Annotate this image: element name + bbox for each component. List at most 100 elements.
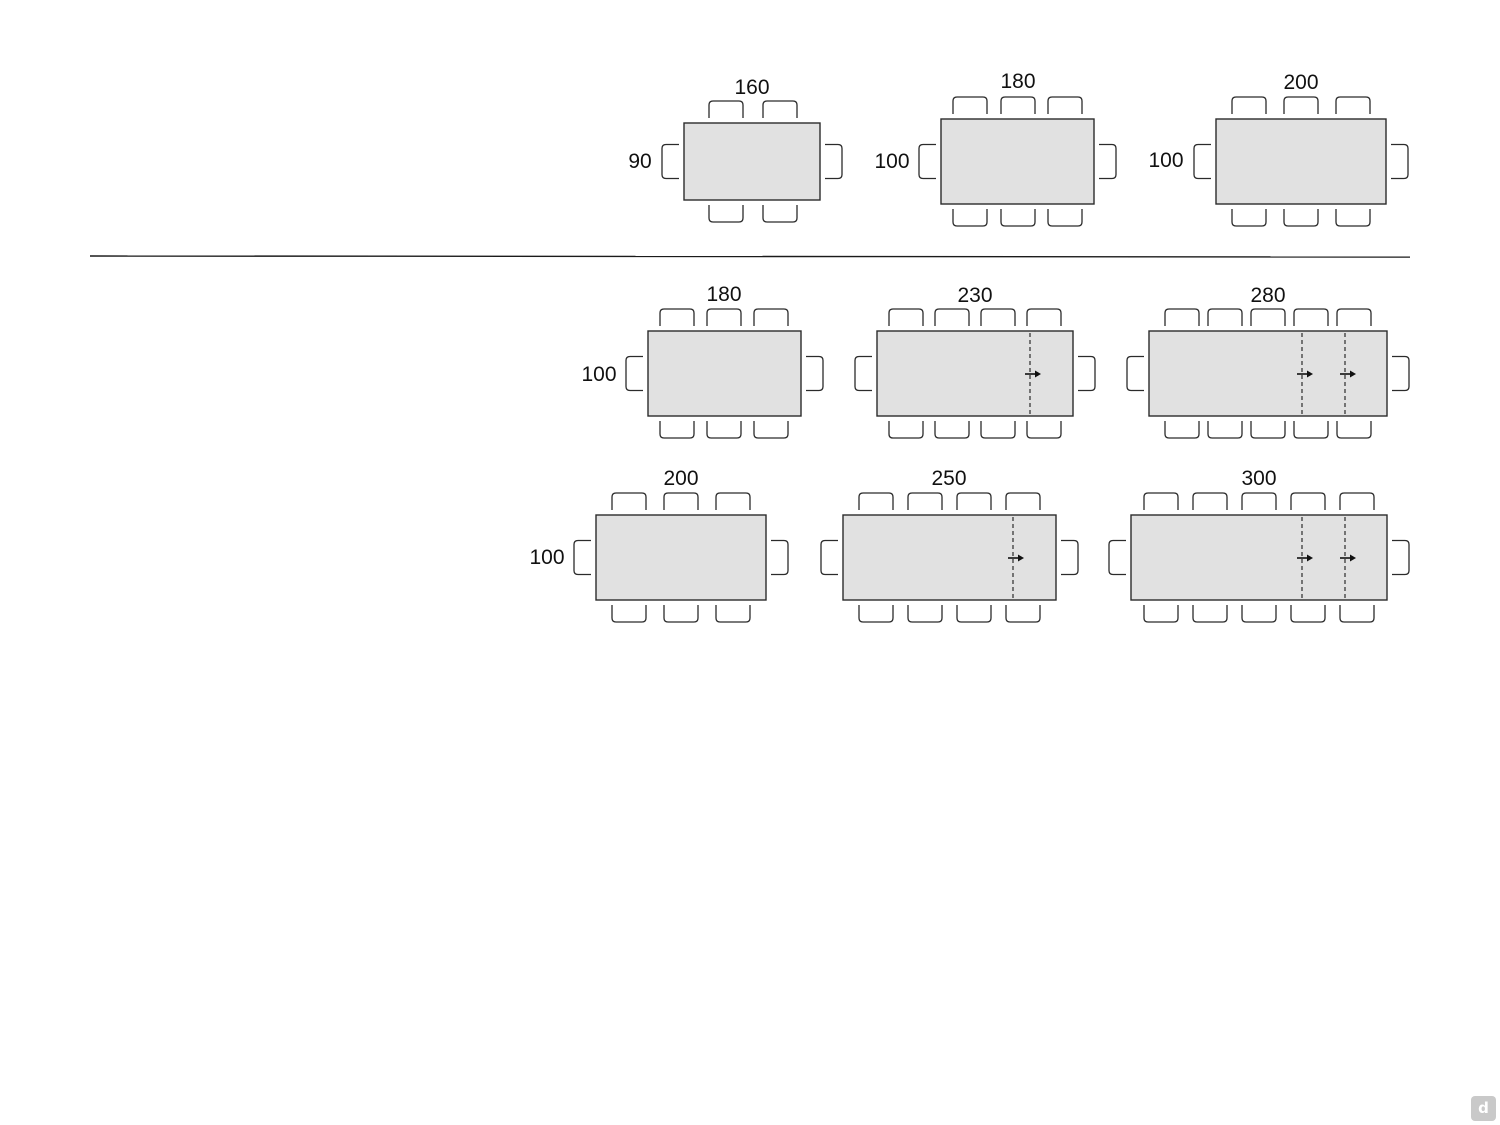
table-top: [876, 330, 1074, 417]
chair: [1026, 421, 1062, 439]
chair: [956, 492, 992, 510]
chair: [1005, 605, 1041, 623]
chair: [1207, 421, 1243, 439]
chair: [934, 308, 970, 326]
chair: [762, 100, 798, 118]
chair: [1392, 355, 1410, 392]
chair: [1391, 143, 1409, 180]
arrow-right-icon: [1008, 554, 1024, 562]
table-t200x100: 200 100: [1148, 71, 1409, 227]
chair: [820, 539, 838, 576]
width-label: 100: [581, 363, 616, 386]
chair: [888, 421, 924, 439]
arrow-head: [1307, 370, 1313, 378]
chair: [1000, 96, 1036, 114]
length-label: 250: [931, 467, 966, 490]
chair: [1143, 605, 1179, 623]
table-top: [940, 118, 1095, 205]
chair: [663, 492, 699, 510]
chair: [663, 605, 699, 623]
table-top: [647, 330, 802, 417]
chair: [907, 605, 943, 623]
section-divider: [89, 255, 1411, 258]
chair: [762, 205, 798, 223]
chair: [715, 492, 751, 510]
width-label: 100: [529, 546, 564, 569]
chair: [661, 143, 679, 180]
table-t300-ext: 300: [1108, 467, 1410, 623]
chair: [952, 209, 988, 227]
chair: [1250, 421, 1286, 439]
chair: [888, 308, 924, 326]
chair: [1143, 492, 1179, 510]
arrow-head: [1350, 554, 1356, 562]
chair: [1193, 143, 1211, 180]
chair: [1000, 209, 1036, 227]
table-top: [683, 122, 821, 201]
chair: [1126, 355, 1144, 392]
chair: [1290, 605, 1326, 623]
chair: [771, 539, 789, 576]
chair: [952, 96, 988, 114]
chair: [1207, 308, 1243, 326]
length-label: 180: [1000, 70, 1035, 93]
length-label: 200: [1283, 71, 1318, 94]
chair: [1005, 492, 1041, 510]
length-label: 230: [957, 284, 992, 307]
width-label: 100: [1148, 149, 1183, 172]
chair: [956, 605, 992, 623]
arrow-right-icon: [1025, 370, 1041, 378]
logo-letter: d: [1478, 1099, 1489, 1117]
table-t250-ext: 250: [820, 467, 1079, 623]
chair: [753, 308, 789, 326]
chair: [1339, 605, 1375, 623]
arrow-head: [1018, 554, 1024, 562]
chair: [611, 605, 647, 623]
chair: [1336, 421, 1372, 439]
chair: [1047, 209, 1083, 227]
chair: [1392, 539, 1410, 576]
arrow-right-icon: [1297, 370, 1313, 378]
chair: [1241, 492, 1277, 510]
chair: [825, 143, 843, 180]
chair: [1192, 492, 1228, 510]
chair: [1283, 209, 1319, 227]
chair: [858, 492, 894, 510]
chair: [1293, 308, 1329, 326]
chair: [1290, 492, 1326, 510]
chair: [1061, 539, 1079, 576]
chair: [1231, 96, 1267, 114]
table-top: [1215, 118, 1387, 205]
chair: [708, 205, 744, 223]
chair: [1336, 308, 1372, 326]
arrow-head: [1035, 370, 1041, 378]
chair: [1078, 355, 1096, 392]
chair: [934, 421, 970, 439]
chair: [611, 492, 647, 510]
chair: [854, 355, 872, 392]
chair: [1047, 96, 1083, 114]
table-t200-ext: 200 100: [529, 467, 789, 623]
table-top: [842, 514, 1057, 601]
chair: [1231, 209, 1267, 227]
width-label: 90: [628, 150, 651, 173]
length-label: 300: [1241, 467, 1276, 490]
chair: [980, 308, 1016, 326]
chair: [980, 421, 1016, 439]
table-top: [595, 514, 767, 601]
table-t180x100: 180 100: [874, 70, 1117, 227]
chair: [1026, 308, 1062, 326]
length-label: 200: [663, 467, 698, 490]
chair: [573, 539, 591, 576]
chair: [1241, 605, 1277, 623]
chair: [1293, 421, 1329, 439]
chair: [918, 143, 936, 180]
arrow-head: [1307, 554, 1313, 562]
arrow-right-icon: [1340, 370, 1356, 378]
chair: [659, 421, 695, 439]
d-logo-icon: d: [1471, 1096, 1496, 1121]
width-label: 100: [874, 150, 909, 173]
